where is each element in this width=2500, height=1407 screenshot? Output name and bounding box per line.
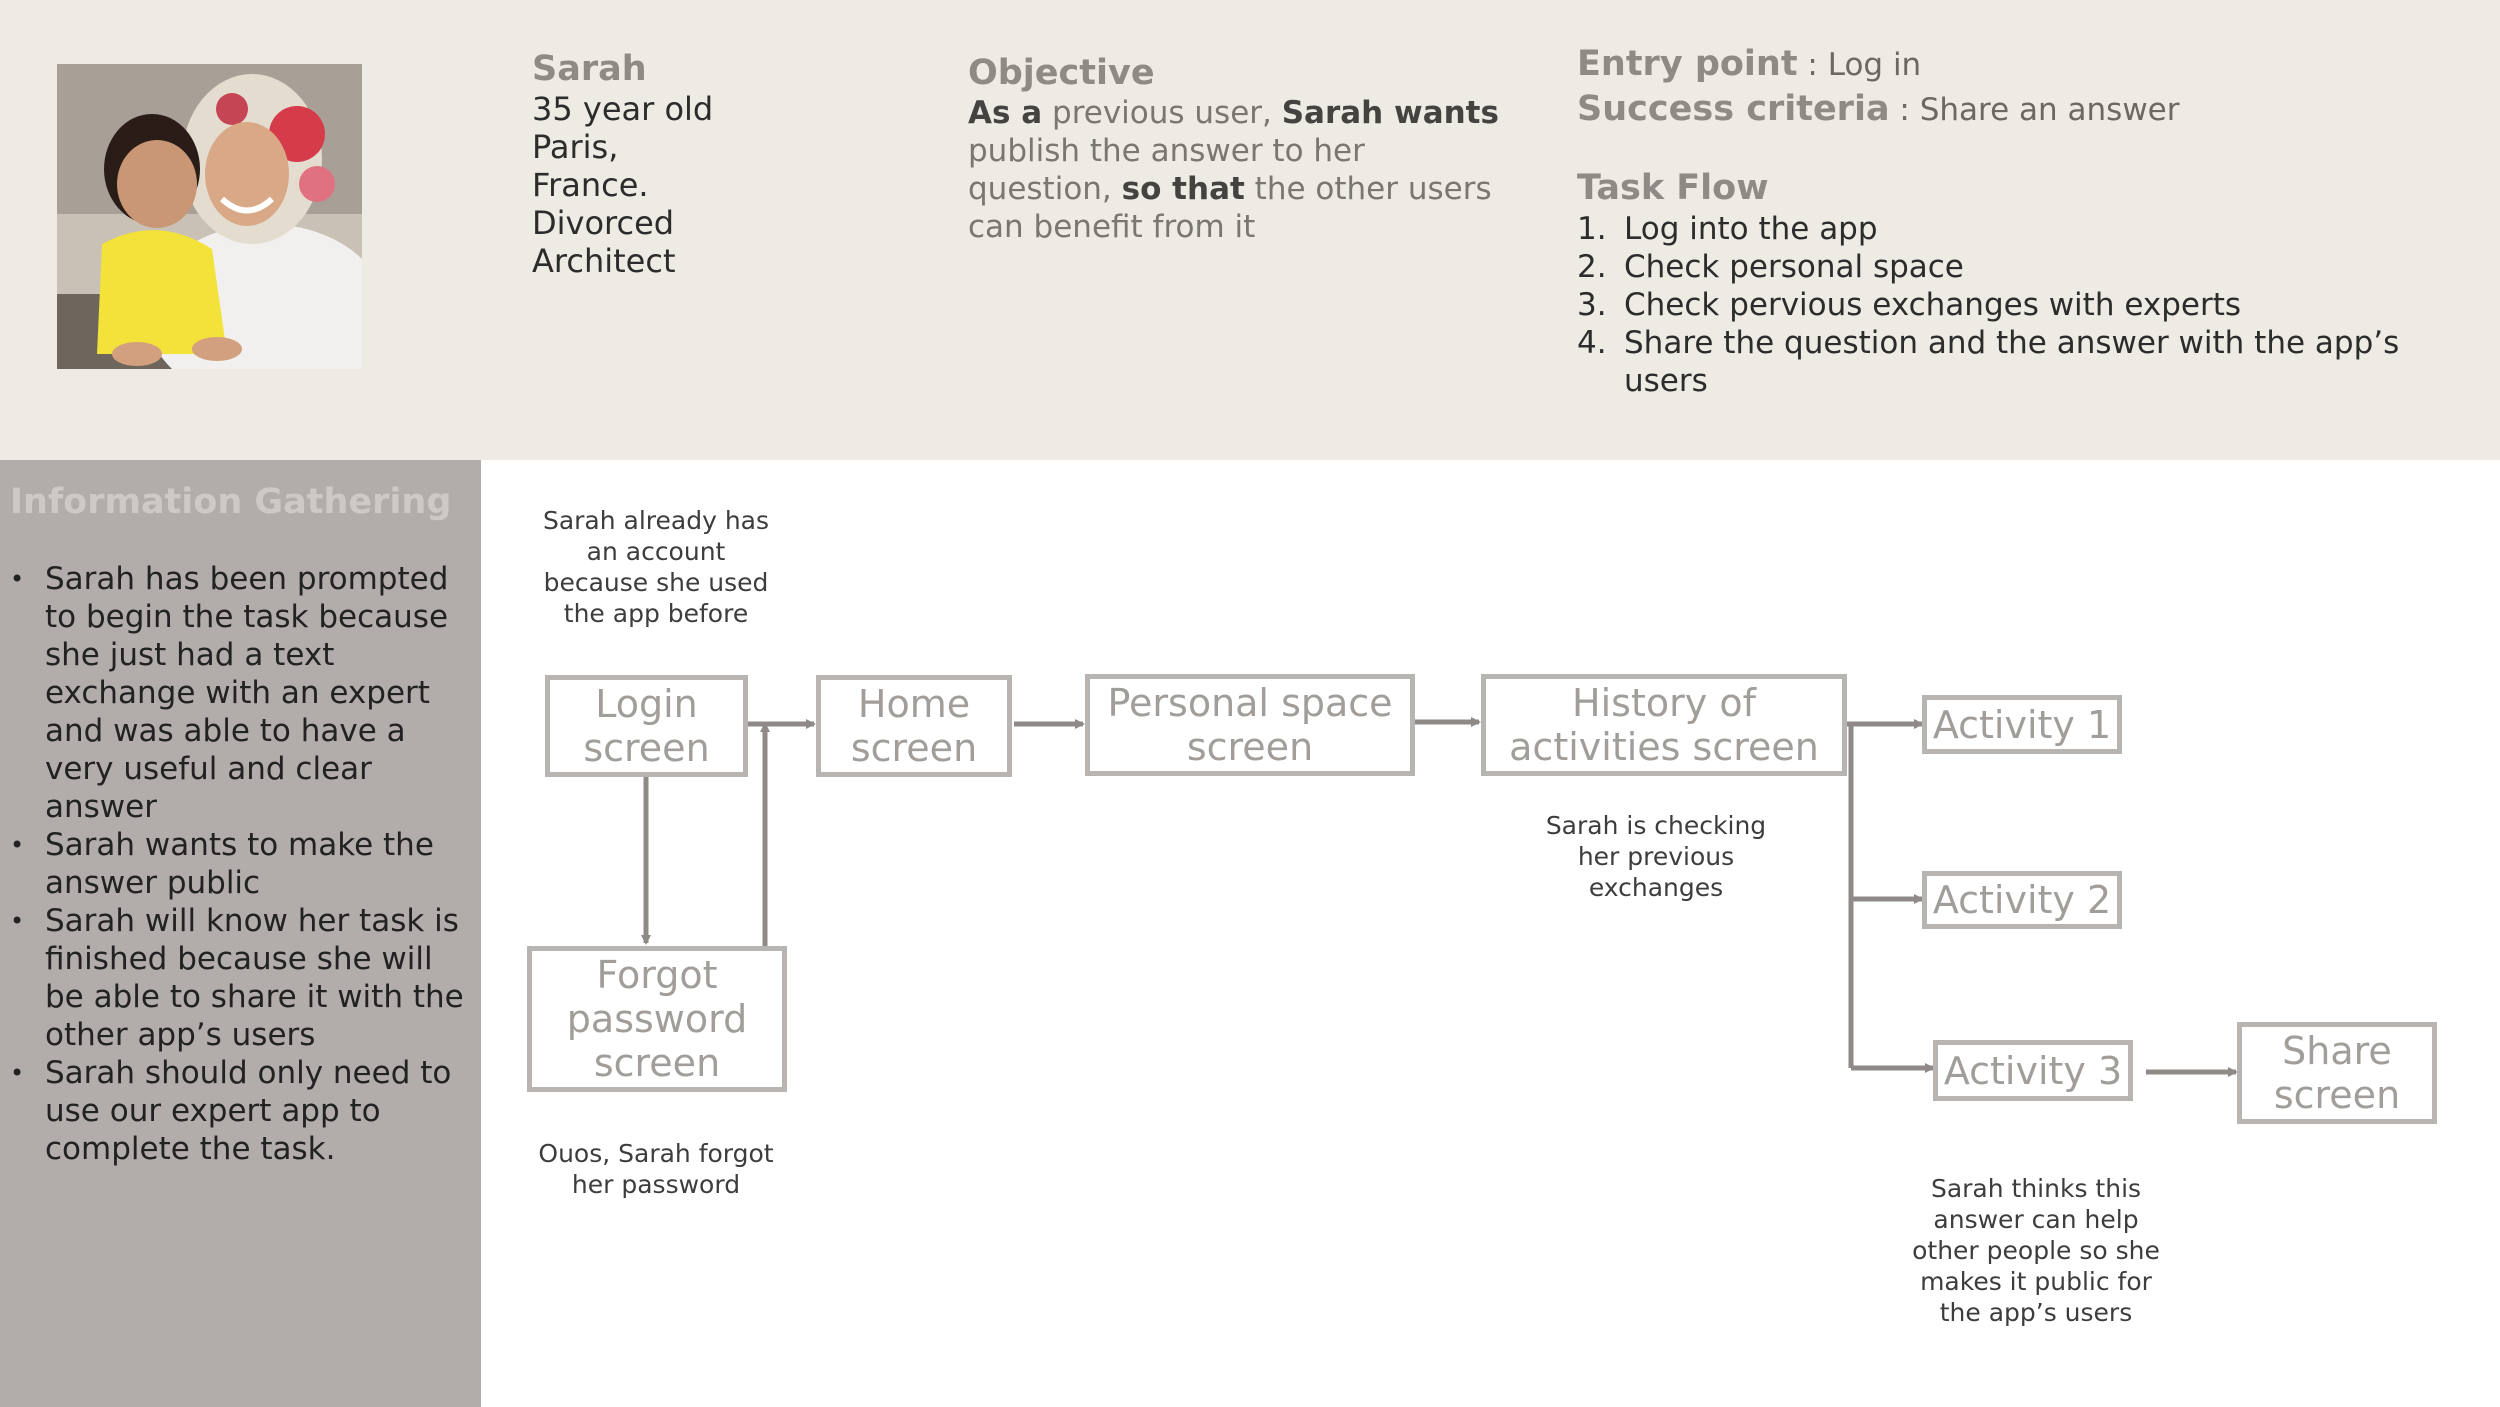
task-flow-heading: Task Flow — [1577, 168, 1769, 208]
step-number: 4. — [1577, 325, 1607, 361]
activity-2-node: Activity 2 — [1922, 871, 2122, 929]
task-flow-step: 2. Check personal space — [1577, 248, 2457, 286]
as-a-keyword: As a — [968, 95, 1043, 131]
history-screen-node: History of activities screen — [1481, 674, 1847, 776]
login-screen-node: Login screen — [545, 675, 748, 777]
so-that-keyword: so that — [1121, 171, 1245, 207]
success-criteria-label: Success criteria — [1577, 89, 1890, 129]
step-number: 1. — [1577, 211, 1607, 247]
info-bullet: Sarah should only need to use our expert… — [10, 1054, 472, 1168]
entry-point: Entry point : Log in — [1577, 42, 2457, 87]
task-flow-step: 3. Check pervious exchanges with experts — [1577, 286, 2457, 324]
persona-photo — [57, 64, 362, 369]
entry-point-value: : Log in — [1797, 47, 1922, 83]
step-text: Check pervious exchanges with experts — [1624, 287, 2242, 323]
home-screen-node: Home screen — [816, 675, 1012, 777]
step-number: 3. — [1577, 287, 1607, 323]
persona-detail: Paris, — [532, 128, 619, 166]
step-number: 2. — [1577, 249, 1607, 285]
task-meta: Entry point : Log in Success criteria : … — [1577, 42, 2457, 400]
success-criteria: Success criteria : Share an answer — [1577, 87, 2457, 132]
info-bullet: Sarah has been prompted to begin the tas… — [10, 560, 472, 826]
personal-space-screen-node: Personal space screen — [1085, 674, 1415, 776]
information-gathering-panel: Information Gathering Sarah has been pro… — [0, 460, 481, 1407]
goal-text: publish the answer to her question, — [968, 133, 1365, 207]
step-text: Check personal space — [1624, 249, 1964, 285]
persona-card: Sarah 35 year old Paris, France. Divorce… — [532, 48, 892, 280]
success-criteria-value: : Share an answer — [1889, 92, 2180, 128]
note-forgot-password: Ouos, Sarah forgot her password — [538, 1139, 774, 1199]
flow-arrows — [641, 717, 2238, 1077]
persona-detail: 35 year old — [532, 90, 714, 128]
persona-name: Sarah — [532, 49, 647, 89]
benefit-text: the other users can benefit from it — [968, 171, 1492, 245]
persona-header — [0, 0, 2500, 460]
persona-detail: Architect — [532, 242, 676, 280]
info-bullet: Sarah will know her task is finished bec… — [10, 902, 472, 1054]
task-flow-step: 1. Log into the app — [1577, 210, 2457, 248]
objective-statement: As a previous user, Sarah wants publish … — [968, 94, 1508, 246]
step-text: Log into the app — [1624, 211, 1878, 247]
activity-1-node: Activity 1 — [1922, 695, 2122, 754]
info-bullet: Sarah wants to make the answer public — [10, 826, 472, 902]
task-flow-list: 1. Log into the app 2. Check personal spac… — [1577, 210, 2457, 400]
information-gathering-title: Information Gathering — [10, 482, 452, 522]
share-screen-node: Share screen — [2237, 1022, 2437, 1124]
forgot-password-screen-node: Forgot password screen — [527, 946, 787, 1092]
persona-detail: Divorced — [532, 204, 675, 242]
persona-detail: France. — [532, 166, 649, 204]
activity-3-node: Activity 3 — [1933, 1040, 2133, 1101]
objective-heading: Objective — [968, 53, 1155, 93]
note-make-public: Sarah thinks this answer can help other … — [1912, 1174, 2160, 1327]
task-flow-step: 4. Share the question and the answer with… — [1577, 324, 2457, 400]
task-flow-diagram: Login screen Home screen Personal space … — [481, 460, 2500, 1407]
note-checking-exchanges: Sarah is checking her previous exchanges — [1545, 811, 1767, 902]
information-gathering-list: Sarah has been prompted to begin the tas… — [10, 560, 472, 1168]
note-existing-account: Sarah already has an account because she… — [542, 506, 770, 628]
objective-block: Objective As a previous user, Sarah want… — [968, 52, 1508, 246]
entry-point-label: Entry point — [1577, 44, 1798, 84]
step-text: Share the question and the answer with t… — [1624, 325, 2400, 399]
subject-keyword: Sarah wants — [1281, 95, 1499, 131]
role-text: previous user, — [1042, 95, 1282, 131]
